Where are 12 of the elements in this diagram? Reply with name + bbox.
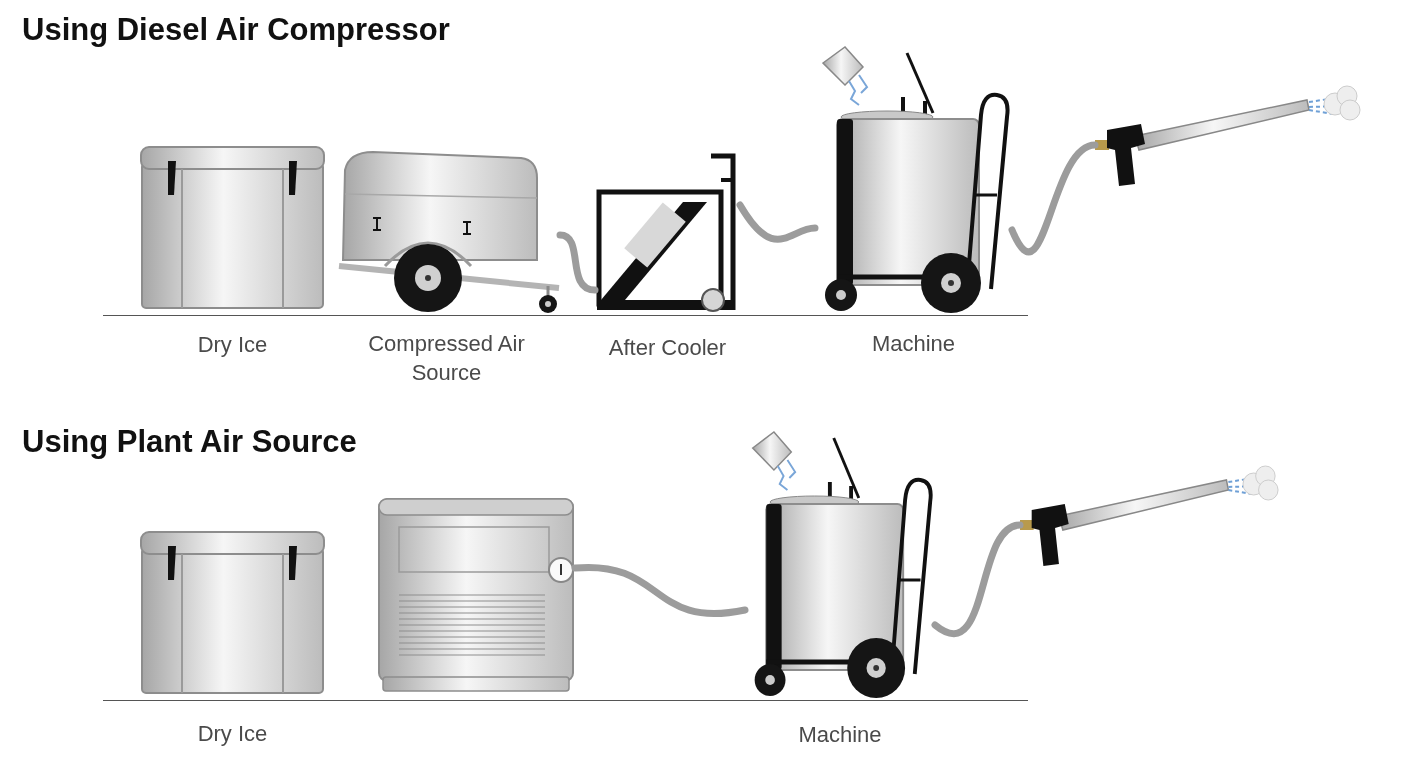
air-hose	[736, 201, 819, 243]
section-heading: Using Plant Air Source	[22, 424, 357, 460]
equipment-label: After Cooler	[607, 334, 728, 362]
air-hose	[931, 521, 1024, 637]
equipment-label: Compressed Air Source	[367, 330, 526, 387]
equipment-label: Dry Ice	[196, 331, 269, 359]
equipment-label: Machine	[870, 330, 957, 358]
air-hose	[1008, 141, 1099, 255]
air-hose	[556, 231, 599, 294]
equipment-label: Dry Ice	[196, 720, 269, 748]
equipment-label: Machine	[797, 721, 883, 749]
section-heading: Using Diesel Air Compressor	[22, 12, 450, 48]
